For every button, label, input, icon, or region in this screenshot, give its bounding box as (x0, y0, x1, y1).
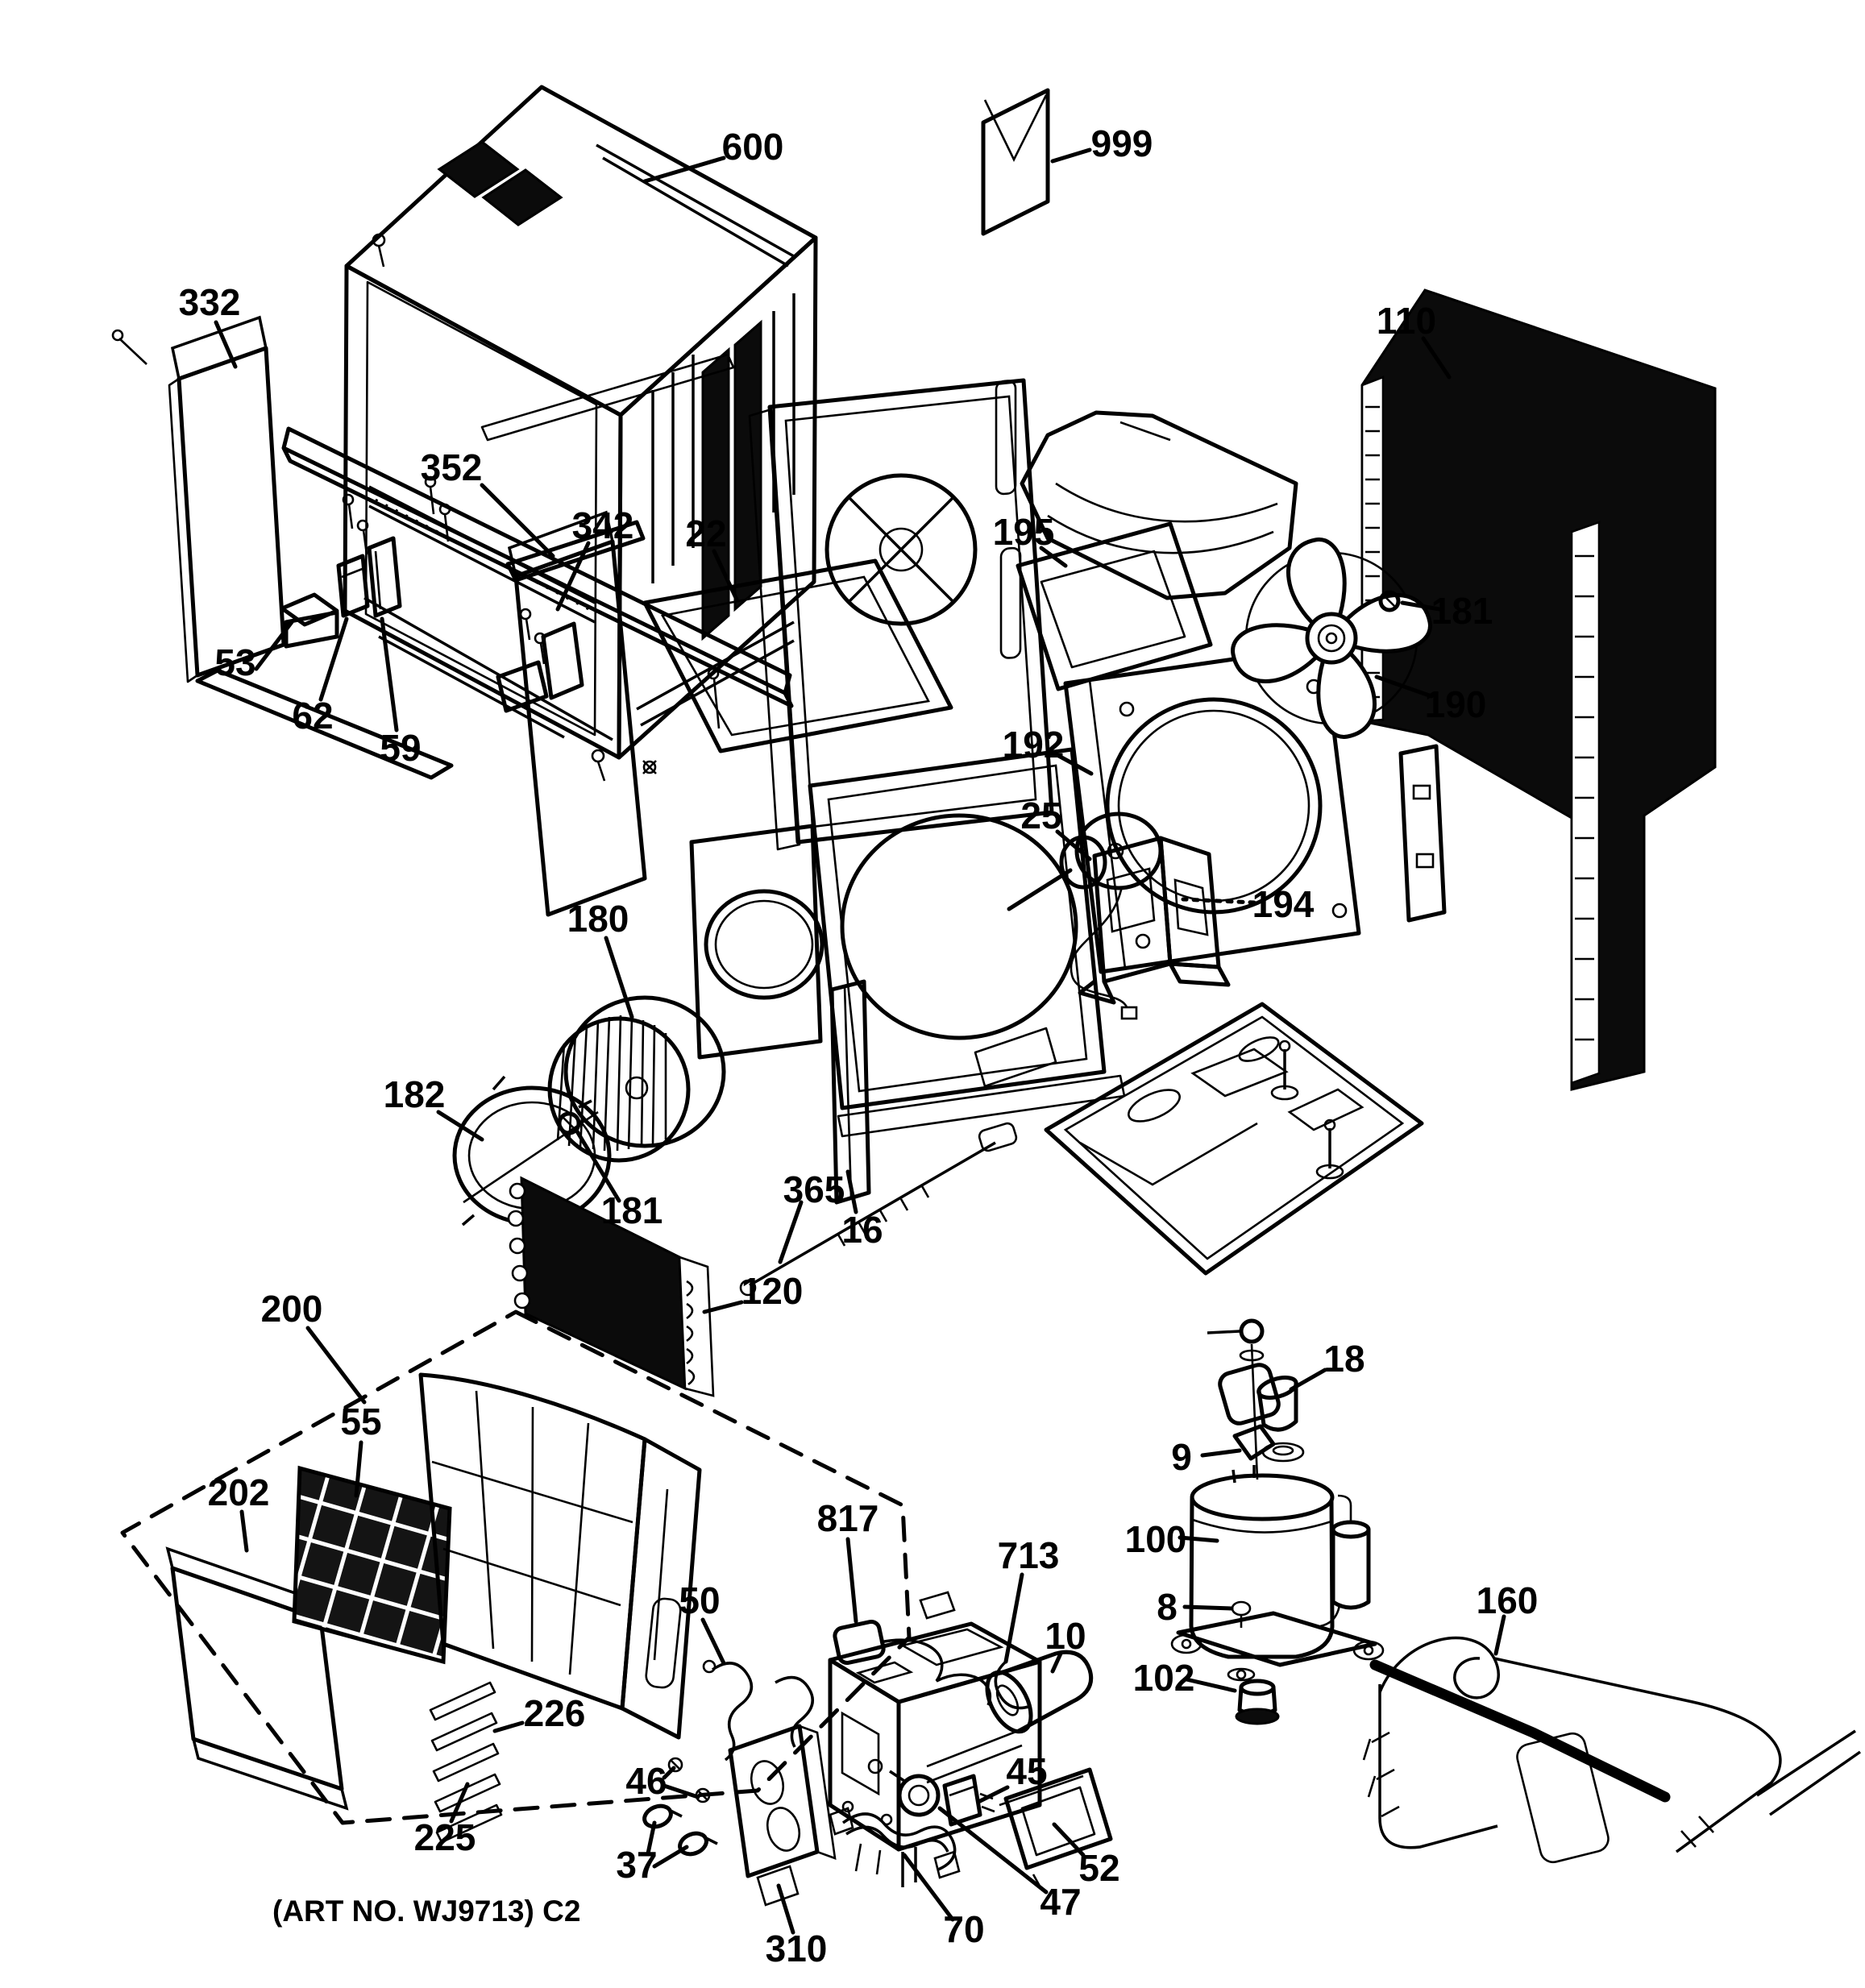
callout-226: 226 (524, 1692, 586, 1734)
callout-365: 365 (783, 1168, 845, 1210)
condenser-110 (1360, 288, 1717, 1091)
callout-25: 25 (1020, 795, 1061, 836)
callout-53: 53 (214, 641, 255, 683)
air-guide-195 (1016, 521, 1213, 691)
thermistor-365 (739, 1122, 1018, 1297)
mounting-bracket-group-right (496, 608, 584, 713)
wire-harness-70 (829, 1807, 961, 1879)
callout-45: 45 (1006, 1750, 1047, 1792)
mounting-bracket-53 (280, 592, 339, 649)
callout-62: 62 (292, 695, 333, 737)
window-curtain-342 (505, 510, 647, 917)
callout-10: 10 (1045, 1615, 1086, 1657)
barrier-panel (748, 378, 1054, 851)
side-louver-panel (1398, 744, 1447, 923)
callout-59: 59 (380, 727, 421, 769)
grommet-9 (1232, 1424, 1305, 1463)
callout-37: 37 (616, 1844, 657, 1886)
control-panel-310 (728, 1724, 837, 1907)
condenser-fan-190 (1231, 537, 1432, 739)
fan-nut-181 (1378, 590, 1401, 612)
callout-352: 352 (421, 446, 483, 488)
base-pan (1044, 1002, 1424, 1276)
callout-47: 47 (1040, 1881, 1081, 1923)
literature-envelope-999 (981, 88, 1050, 236)
callout-102: 102 (1133, 1657, 1195, 1699)
callout-9: 9 (1171, 1436, 1192, 1478)
callout-342: 342 (572, 504, 634, 546)
callout-310: 310 (766, 1928, 828, 1969)
evaporator-coil-120 (507, 1176, 715, 1397)
callout-332: 332 (179, 281, 241, 323)
callout-50: 50 (679, 1579, 720, 1621)
callout-46: 46 (625, 1760, 667, 1802)
callout-181-blower: 181 (601, 1189, 663, 1231)
leader-lines (214, 147, 1506, 1935)
callout-713: 713 (998, 1534, 1060, 1576)
thermostat-47 (867, 1758, 941, 1817)
refrigerant-tubing-160 (1362, 1637, 1862, 1864)
compressor-mount-102 (1235, 1679, 1280, 1725)
callout-192: 192 (1003, 724, 1065, 766)
callout-817: 817 (817, 1497, 879, 1539)
seal-strips-225 (434, 1773, 503, 1844)
front-panel-boundary-200 (120, 1309, 912, 1825)
retainer-strip (480, 353, 735, 442)
callout-120: 120 (741, 1270, 804, 1312)
callout-8: 8 (1157, 1586, 1178, 1628)
callout-600: 600 (722, 126, 784, 168)
base-rail (974, 1027, 1057, 1088)
callout-202: 202 (208, 1471, 270, 1513)
blower-nut-181 (557, 1111, 581, 1135)
control-box (828, 1621, 1042, 1887)
callout-16: 16 (841, 1209, 883, 1251)
fan-shroud-192 (1063, 644, 1361, 974)
callout-18: 18 (1323, 1338, 1364, 1380)
mounting-bracket-62 (336, 554, 370, 618)
mounting-bracket-59 (342, 493, 402, 618)
callout-195: 195 (993, 511, 1055, 553)
compressor-100 (1170, 1465, 1385, 1667)
window-curtain-332 (111, 315, 454, 780)
callout-181-fan: 181 (1431, 590, 1493, 632)
insulation-panel-22 (642, 558, 953, 753)
callout-160: 160 (1477, 1579, 1539, 1621)
callout-200: 200 (261, 1288, 323, 1330)
callout-180: 180 (567, 898, 629, 940)
capacitor-10 (985, 1650, 1094, 1734)
front-grille (418, 1372, 702, 1740)
callout-70: 70 (943, 1908, 984, 1950)
mounting-bolt-8 (1227, 1600, 1256, 1682)
callout-194: 194 (1252, 883, 1315, 925)
art-number: (ART NO. WJ9713) C2 (272, 1895, 580, 1928)
callout-52: 52 (1078, 1847, 1119, 1889)
support-channel-16 (829, 979, 871, 1205)
callout-55: 55 (340, 1401, 381, 1442)
callout-225: 225 (414, 1816, 476, 1858)
blower-inlet-plate (689, 824, 825, 1060)
callout-182: 182 (384, 1073, 446, 1115)
knobs-37 (642, 1803, 718, 1857)
callout-999: 999 (1091, 122, 1153, 164)
air-filter-55 (292, 1465, 452, 1665)
callout-22: 22 (685, 513, 726, 554)
overload-protector-18 (1218, 1363, 1298, 1432)
callout-110: 110 (1377, 300, 1436, 342)
top-cover (1020, 410, 1298, 600)
seal-strips-226 (429, 1681, 500, 1783)
wire-clips-50 (702, 1659, 814, 1762)
motor-bracket-194 (1078, 836, 1231, 1005)
callout-190: 190 (1425, 683, 1487, 725)
callout-100: 100 (1125, 1518, 1187, 1560)
